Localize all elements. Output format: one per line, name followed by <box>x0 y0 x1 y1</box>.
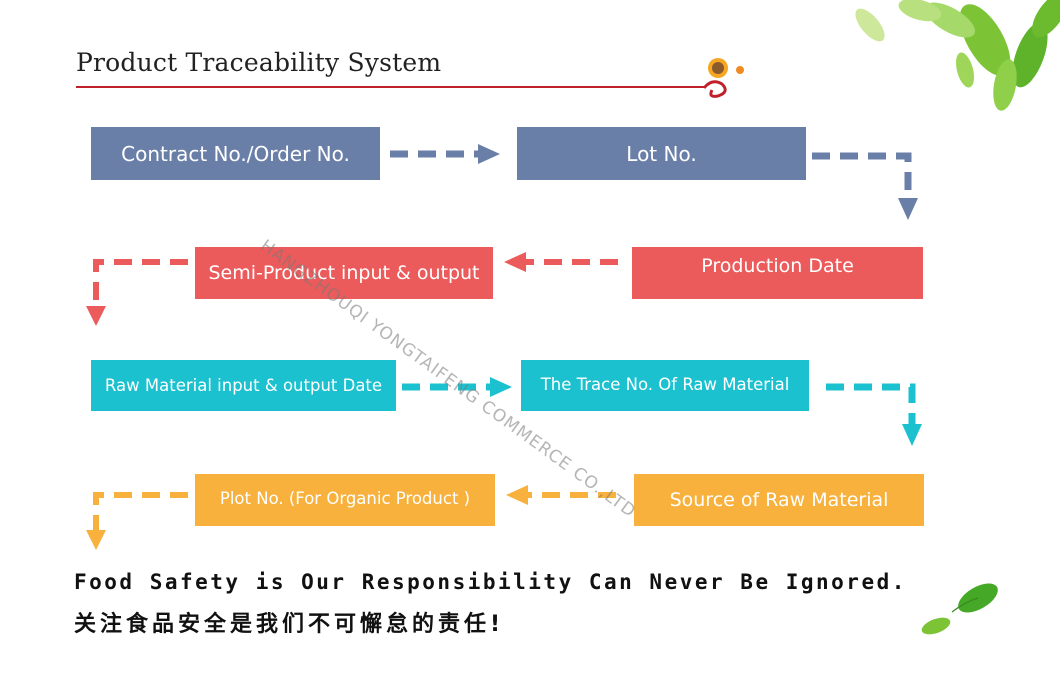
arrow-head-right-icon <box>490 377 512 397</box>
trace-no-label: The Trace No. Of Raw Material <box>540 375 790 394</box>
title-underline <box>76 86 704 88</box>
arrow-plot-down <box>93 492 188 530</box>
lot-no-box: Lot No. <box>517 127 806 180</box>
plot-no-box: Plot No. (For Organic Product ) <box>195 474 495 526</box>
production-date-label: Production Date <box>701 255 854 277</box>
page-title: Product Traceability System <box>76 48 442 77</box>
arrow-lot-to-production <box>812 152 912 198</box>
production-date-box: Production Date <box>632 247 923 299</box>
arrow-head-down-icon <box>902 424 922 446</box>
contract-order-box: Contract No./Order No. <box>91 127 380 180</box>
raw-material-date-box: Raw Material input & output Date <box>91 360 396 411</box>
arrow-semi-to-raw <box>93 259 188 306</box>
raw-material-date-label: Raw Material input & output Date <box>104 376 383 395</box>
plot-no-label: Plot No. (For Organic Product ) <box>219 489 471 508</box>
trace-no-box: The Trace No. Of Raw Material <box>521 360 809 411</box>
contract-order-label: Contract No./Order No. <box>121 141 350 166</box>
arrow-head-down-icon <box>86 530 106 550</box>
source-raw-material-label: Source of Raw Material <box>669 489 889 511</box>
arrow-head-right-icon <box>478 144 500 164</box>
lot-no-label: Lot No. <box>626 141 697 166</box>
arrow-head-down-icon <box>86 306 106 326</box>
source-raw-material-box: Source of Raw Material <box>634 474 924 526</box>
slogan-chinese: 关注食品安全是我们不可懈怠的责任! <box>74 612 505 637</box>
semi-product-label: Semi-Product input & output <box>208 262 480 284</box>
arrow-trace-to-source <box>826 383 916 424</box>
slogan-english: Food Safety is Our Responsibility Can Ne… <box>74 570 907 594</box>
semi-product-box: Semi-Product input & output <box>195 247 493 299</box>
arrow-head-down-icon <box>898 198 918 220</box>
arrow-head-left-icon <box>504 252 526 272</box>
arrow-head-left-icon <box>506 485 528 505</box>
